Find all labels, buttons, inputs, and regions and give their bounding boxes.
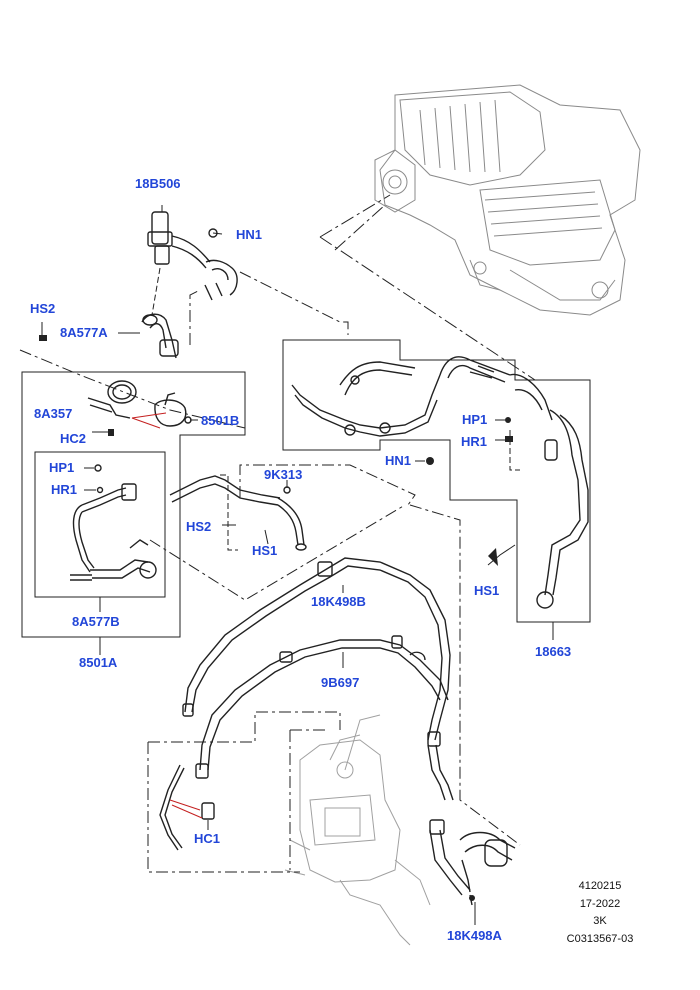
info-revision: 3K (593, 915, 607, 927)
hose-9B697-drawing (195, 635, 449, 779)
label-hc2[interactable]: HC2 (60, 431, 87, 446)
info-date: 17-2022 (579, 898, 621, 910)
info-drawing-number: C0313567-03 (566, 933, 634, 945)
label-hr1-left[interactable]: HR1 (51, 482, 78, 497)
info-code: 4120215 (578, 880, 622, 892)
hose-9K313-drawing (169, 475, 307, 551)
label-9B697[interactable]: 9B697 (321, 675, 360, 690)
label-18K498B[interactable]: 18K498B (311, 594, 366, 609)
hose-8A577B-drawing (70, 464, 157, 581)
hose-18K498B-drawing (182, 557, 451, 747)
sensor-hc1-drawing (159, 764, 215, 851)
label-18663[interactable]: 18663 (535, 644, 572, 659)
label-8A577B[interactable]: 8A577B (72, 614, 120, 629)
label-18K498A[interactable]: 18K498A (447, 928, 502, 943)
valve-18B506-drawing (147, 211, 238, 301)
label-8A357[interactable]: 8A357 (34, 406, 73, 421)
label-hn1-top[interactable]: HN1 (236, 227, 263, 242)
label-hs2-left[interactable]: HS2 (30, 301, 56, 316)
hose-18K498A-drawing (427, 744, 516, 906)
label-hc1[interactable]: HC1 (194, 831, 221, 846)
label-8A577A[interactable]: 8A577A (60, 325, 108, 340)
hose-18663-bracket (282, 339, 591, 623)
label-hs1-mid[interactable]: HS1 (252, 543, 278, 558)
label-18B506[interactable]: 18B506 (135, 176, 181, 191)
hose-8A577A-drawing (141, 313, 179, 359)
label-hs2-mid[interactable]: HS2 (186, 519, 212, 534)
hvac-unit-drawing (374, 84, 641, 316)
label-hp1-right[interactable]: HP1 (462, 412, 488, 427)
clip-hs2-left-drawing (39, 335, 47, 341)
pump-8501B-drawing (87, 380, 192, 427)
label-hr1-right[interactable]: HR1 (461, 434, 488, 449)
heater-assembly-drawing (284, 714, 431, 946)
clip-hc2-drawing (108, 429, 114, 436)
assembly-8501A-bracket (21, 371, 246, 638)
hose-18663-drawing (291, 356, 589, 609)
label-hn1-mid[interactable]: HN1 (385, 453, 412, 468)
label-8501B[interactable]: 8501B (201, 413, 240, 428)
label-9K313[interactable]: 9K313 (264, 467, 303, 482)
label-hp1-left[interactable]: HP1 (49, 460, 75, 475)
label-8501A[interactable]: 8501A (79, 655, 118, 670)
label-hs1-right[interactable]: HS1 (474, 583, 500, 598)
